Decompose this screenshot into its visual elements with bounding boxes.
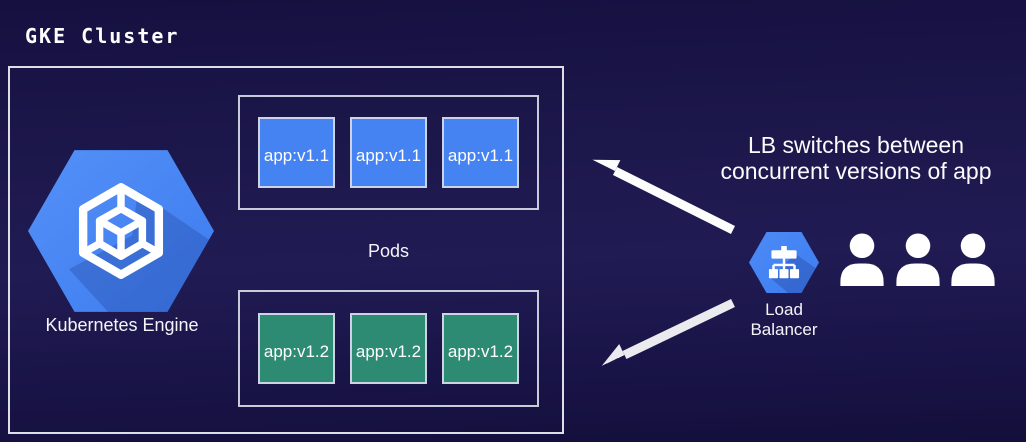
kubernetes-engine-icon bbox=[28, 150, 214, 312]
arrow-to-v1-2 bbox=[625, 298, 735, 355]
pods-group-v1-2: app:v1.2 app:v1.2 app:v1.2 bbox=[238, 290, 539, 407]
pod-app-v1-2: app:v1.2 bbox=[350, 313, 427, 384]
pod-app-v1-1: app:v1.1 bbox=[350, 117, 427, 188]
traffic-arrows bbox=[578, 148, 736, 380]
user-icon bbox=[840, 233, 884, 287]
load-balancer-label: Load Balancer bbox=[724, 300, 844, 340]
user-icon bbox=[896, 233, 940, 287]
arrow-to-v1-1 bbox=[615, 171, 736, 235]
pods-label: Pods bbox=[367, 241, 410, 261]
kubernetes-engine-label: Kubernetes Engine bbox=[45, 315, 199, 335]
page-title: GKE Cluster bbox=[25, 24, 180, 48]
cluster-boundary bbox=[8, 66, 564, 434]
pod-app-v1-2: app:v1.2 bbox=[442, 313, 519, 384]
user-icon bbox=[951, 233, 995, 287]
pod-app-v1-1: app:v1.1 bbox=[442, 117, 519, 188]
lb-annotation: LB switches between concurrent versions … bbox=[688, 132, 1024, 184]
lb-annotation-line1: LB switches between bbox=[747, 132, 965, 158]
pod-app-v1-1: app:v1.1 bbox=[258, 117, 335, 188]
load-balancer-icon bbox=[749, 232, 819, 293]
pod-app-v1-2: app:v1.2 bbox=[258, 313, 335, 384]
lb-annotation-line2: concurrent versions of app bbox=[720, 158, 992, 184]
load-balancer-label-line1: Load bbox=[765, 300, 803, 319]
pods-group-v1-1: app:v1.1 app:v1.1 app:v1.1 bbox=[238, 95, 539, 210]
load-balancer-label-line2: Balancer bbox=[750, 320, 818, 339]
